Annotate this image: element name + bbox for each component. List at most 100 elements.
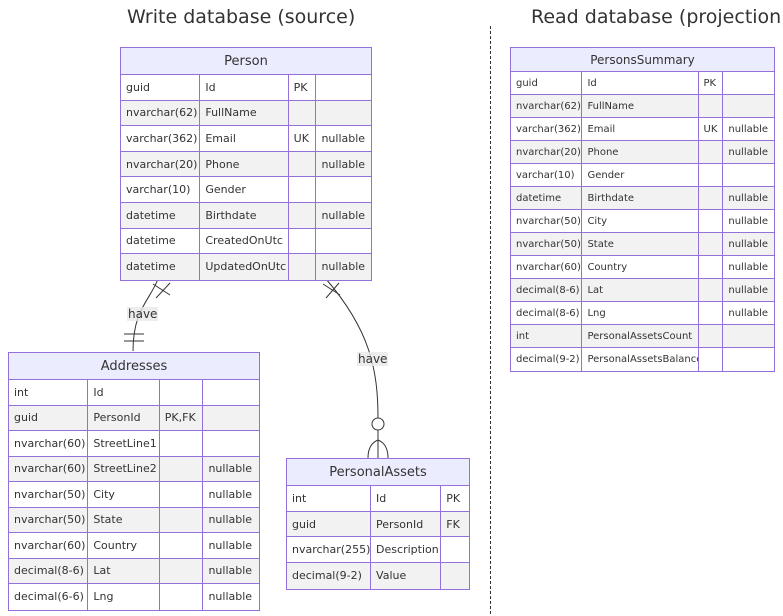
attribute-comment: nullable — [728, 261, 769, 273]
attribute-row: varchar(10)Gender — [511, 164, 774, 187]
attribute-comment: nullable — [321, 157, 366, 171]
entity-title: PersonsSummary — [511, 48, 774, 72]
attribute-comment: nullable — [728, 146, 769, 158]
attribute-row: varchar(10)Gender — [121, 177, 371, 203]
attribute-name: UpdatedOnUtc — [200, 254, 289, 280]
attribute-type: decimal(9-2) — [511, 348, 583, 371]
attribute-comment — [723, 95, 774, 117]
write-database-heading: Write database (source) — [127, 6, 356, 28]
attribute-type: guid — [287, 511, 372, 537]
attribute-type: nvarchar(20) — [121, 151, 201, 177]
attribute-name: Birthdate — [200, 202, 289, 228]
attribute-comment: nullable — [321, 131, 366, 145]
attribute-comment — [316, 75, 371, 100]
attribute-comment — [723, 72, 774, 94]
attribute-name: Email — [200, 126, 289, 151]
attribute-comment — [203, 431, 259, 456]
attribute-type: nvarchar(60) — [9, 431, 89, 456]
attribute-key — [289, 151, 317, 177]
assets-zero-marker — [371, 417, 385, 431]
attribute-key — [160, 507, 204, 532]
attribute-name: Phone — [582, 141, 699, 163]
attribute-type: varchar(10) — [511, 164, 583, 186]
attribute-row: decimal(9-2)PersonalAssetsBalance — [511, 348, 774, 371]
person-one-marker — [155, 282, 171, 299]
attribute-type: nvarchar(50) — [9, 482, 89, 507]
relationship-label-addresses: have — [127, 307, 159, 321]
attribute-type: datetime — [511, 187, 583, 209]
attribute-comment — [723, 164, 774, 186]
attribute-key — [160, 584, 204, 610]
attribute-comment: nullable — [728, 215, 769, 227]
attribute-key — [699, 95, 724, 117]
attribute-comment: nullable — [728, 284, 769, 296]
attribute-key — [441, 563, 469, 589]
attribute-name: Lng — [88, 584, 160, 610]
attribute-key — [441, 537, 469, 562]
attribute-comment: nullable — [728, 123, 769, 135]
attribute-name: FullName — [200, 100, 289, 126]
attribute-type: decimal(8-6) — [511, 302, 583, 324]
attribute-key: FK — [446, 517, 460, 531]
attribute-row: decimal(8-6)Lng nullable — [511, 302, 774, 325]
attribute-row: decimal(9-2)Value — [287, 563, 469, 589]
attribute-name: Birthdate — [582, 187, 699, 209]
attribute-type: int — [287, 486, 372, 511]
attribute-type: varchar(10) — [121, 177, 201, 202]
attribute-type: guid — [511, 72, 583, 94]
attribute-name: Lng — [582, 302, 699, 324]
attribute-type: datetime — [121, 254, 201, 280]
attribute-type: int — [9, 380, 89, 405]
attribute-type: nvarchar(60) — [9, 533, 89, 558]
attribute-comment — [723, 348, 774, 371]
attribute-type: nvarchar(50) — [511, 210, 583, 232]
attribute-comment: nullable — [321, 208, 366, 222]
attribute-comment: nullable — [208, 487, 253, 501]
assets-many-marker — [367, 439, 379, 459]
attribute-name: Country — [582, 256, 699, 278]
person-one-marker — [152, 283, 171, 296]
attribute-comment — [316, 101, 371, 126]
attribute-name: Phone — [200, 151, 289, 177]
attribute-comment: nullable — [728, 307, 769, 319]
attribute-name: StreetLine1 — [88, 431, 160, 456]
attribute-type: guid — [9, 405, 89, 430]
attribute-name: PersonId — [371, 511, 442, 537]
attribute-key: PK — [699, 72, 724, 94]
attribute-key — [160, 456, 204, 481]
attribute-key — [699, 279, 724, 301]
attribute-type: nvarchar(255) — [287, 537, 372, 563]
attribute-comment: nullable — [728, 238, 769, 250]
attribute-key — [289, 202, 317, 228]
attribute-comment — [203, 406, 259, 431]
attribute-type: decimal(8-6) — [9, 558, 89, 583]
attribute-name: Id — [582, 72, 699, 94]
attribute-type: nvarchar(60) — [9, 456, 89, 481]
attribute-comment: nullable — [321, 260, 366, 274]
attribute-name: Gender — [200, 177, 289, 202]
attribute-key — [699, 348, 724, 371]
attribute-key — [699, 187, 724, 209]
attribute-comment: nullable — [728, 192, 769, 204]
attribute-key — [699, 325, 724, 347]
attribute-type: decimal(6-6) — [9, 584, 89, 610]
attribute-key: PK — [446, 491, 461, 505]
attribute-name: Lat — [88, 558, 160, 583]
attribute-key — [699, 164, 724, 186]
